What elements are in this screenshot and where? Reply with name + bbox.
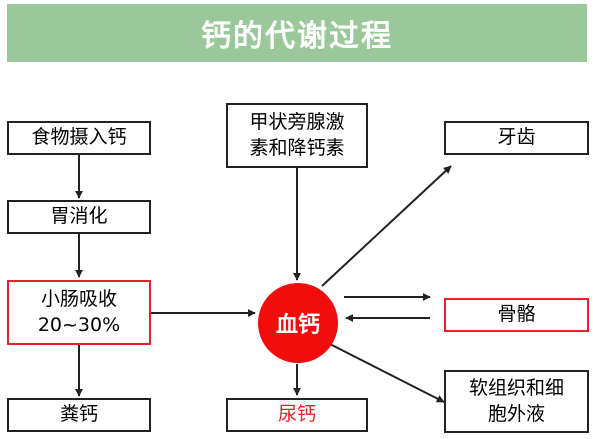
bone-node: 骨骼	[444, 298, 589, 332]
blood-calcium-label: 血钙	[275, 313, 320, 338]
absorption-rate: 20~30%	[37, 313, 121, 336]
small-intestine-node: 小肠吸收 20~30%	[7, 280, 151, 345]
food-intake-node: 食物摄入钙	[7, 121, 151, 155]
feces-node: 粪钙	[7, 398, 151, 432]
extracellular-label-line1: 软组织和细	[468, 376, 564, 399]
stomach-digestion-label: 胃消化	[50, 205, 108, 228]
feces-label: 粪钙	[59, 403, 98, 426]
urine-label: 尿钙	[277, 403, 316, 426]
small-intestine-label: 小肠吸收	[40, 287, 117, 310]
title-bar: 钙的代谢过程	[7, 4, 587, 62]
food-intake-label: 食物摄入钙	[31, 126, 127, 149]
hormones-node: 甲状旁腺激 素和降钙素	[226, 103, 368, 168]
hormones-label-line1: 甲状旁腺激	[249, 110, 345, 133]
teeth-node: 牙齿	[444, 121, 589, 155]
arrow-blood-to-extracellular	[323, 340, 445, 403]
urine-node: 尿钙	[226, 398, 368, 432]
bone-label: 骨骼	[497, 303, 536, 326]
blood-calcium-node: 血钙	[258, 283, 338, 363]
arrow-blood-to-teeth	[321, 165, 452, 287]
extracellular-node: 软组织和细 胞外液	[444, 370, 589, 433]
stomach-digestion-node: 胃消化	[7, 200, 151, 234]
teeth-label: 牙齿	[497, 126, 536, 149]
hormones-label-line2: 素和降钙素	[249, 136, 345, 159]
diagram-title: 钙的代谢过程	[201, 19, 393, 54]
extracellular-label-line2: 胞外液	[487, 402, 545, 425]
